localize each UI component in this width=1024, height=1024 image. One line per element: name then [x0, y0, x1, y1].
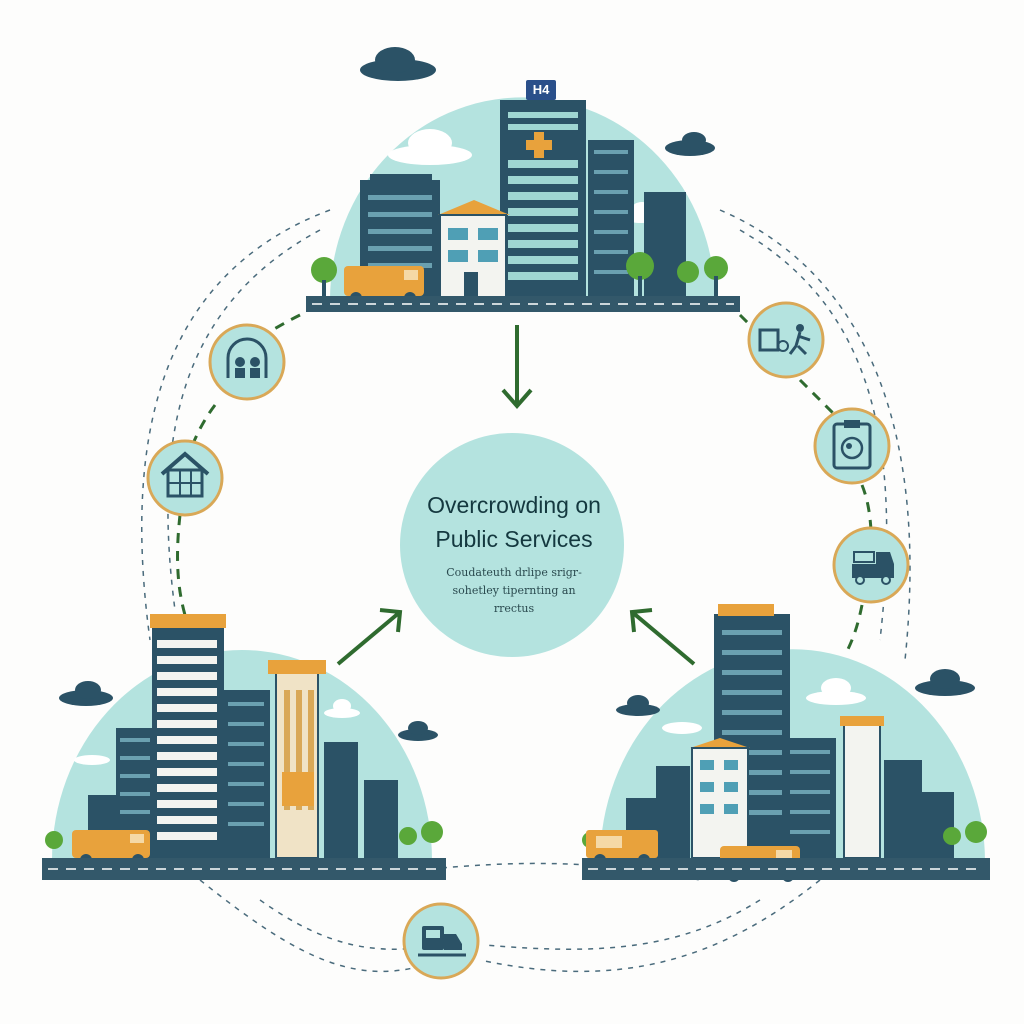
tram-icon [402, 902, 480, 980]
hospital-sign: H4 [526, 80, 556, 100]
small-civic-building [438, 200, 510, 301]
people-icon [208, 323, 286, 401]
delivery-cart-icon [747, 301, 825, 379]
center-circle [400, 433, 624, 657]
medical-cross-icon [526, 132, 552, 158]
house-icon [146, 439, 224, 517]
hospital-building [500, 100, 586, 300]
arrow-up-left-icon [629, 608, 696, 666]
top-city-bubble [306, 47, 740, 312]
arrow-down-icon [501, 325, 533, 410]
cloud-icon [360, 47, 715, 156]
tree-icon [311, 252, 728, 296]
clipboard-icon [813, 407, 891, 485]
arrow-up-right-icon [336, 608, 403, 666]
tree-icon [45, 821, 443, 849]
bottom-left-city-bubble [42, 614, 446, 880]
bottom-right-city-bubble [582, 604, 990, 882]
truck-icon [832, 526, 910, 604]
